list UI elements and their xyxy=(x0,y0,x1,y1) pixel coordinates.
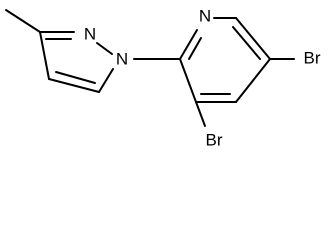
bond-c3-c2 xyxy=(179,58,197,103)
atom-n2-label: N xyxy=(84,24,96,43)
atom-pyridine-n-label: N xyxy=(199,6,211,25)
molecule-structure: N N N Br Br xyxy=(5,6,321,149)
bond-c5-c4 xyxy=(235,58,271,103)
atom-br-top-label: Br xyxy=(304,48,321,67)
bond-c2-n xyxy=(179,29,198,60)
bond-c3-c4 xyxy=(39,31,50,80)
structure-canvas: N N N Br Br xyxy=(5,6,321,150)
bond-c3-br xyxy=(195,101,206,127)
bond-c6-c5 xyxy=(235,17,271,60)
bond-c4-c5 xyxy=(48,78,100,93)
bond-c2-n-inner xyxy=(188,37,202,60)
bond-methyl-c3 xyxy=(5,9,41,33)
bond-c5-n1 xyxy=(98,68,114,93)
bond-c4-c5-inner xyxy=(55,71,96,84)
atom-br-bottom-label: Br xyxy=(206,130,223,149)
bond-n1-n2 xyxy=(96,42,113,55)
bond-c6-c5-inner xyxy=(232,26,261,60)
atom-n1-label: N xyxy=(116,49,128,68)
